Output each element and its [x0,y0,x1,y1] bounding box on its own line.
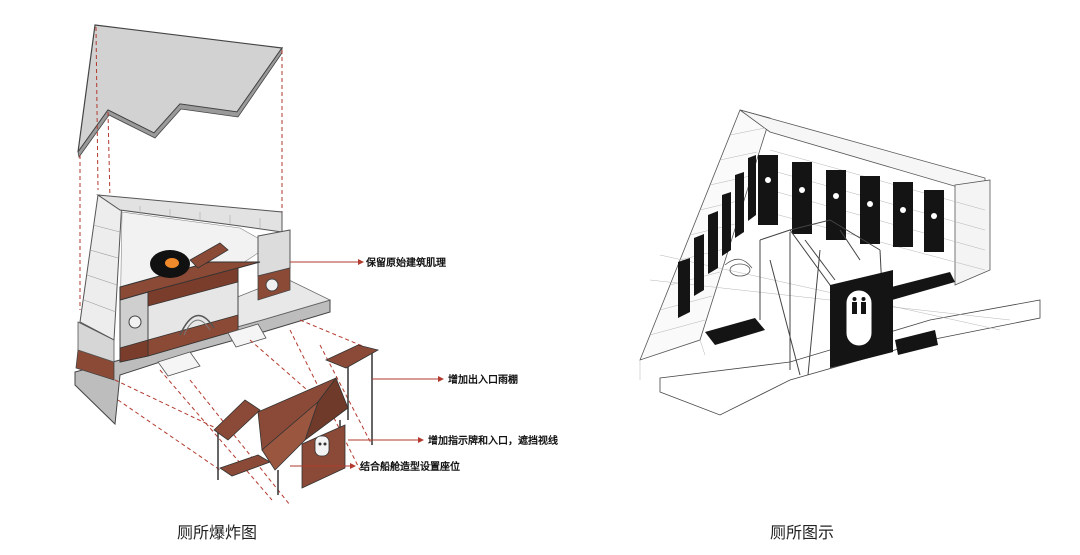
wf-bench-right [880,272,955,302]
porthole-right [265,278,279,292]
wf-sign-oval [845,289,873,347]
annotation-leaders [290,261,438,467]
back-wall [96,194,283,233]
annotation-keep-texture: 保留原始建筑肌理 [365,256,446,269]
disk-center-icon [165,258,179,268]
sign-panel [301,424,346,489]
porthole-left [128,315,142,329]
caption-exploded-diagram: 厕所爆炸图 [177,523,258,542]
left-wall-base [77,321,115,363]
caption-wireframe-diagram: 厕所图示 [770,523,835,542]
wf-back-panels [758,155,944,252]
entrance-canopy [213,344,380,495]
arch-opening [179,315,215,336]
left-wall [79,194,123,341]
bench-seat [219,454,271,477]
left-wall-lines [83,224,121,313]
roof-projection-lines [79,26,283,310]
wf-porthole [729,263,751,277]
sign-plate [314,435,330,457]
wf-panel-marks [765,177,937,219]
wf-restroom-icon [852,297,866,314]
annotation-add-sign: 增加指示牌和入口，遮挡视线 [428,434,558,447]
cabin-brick-band-side [119,339,149,363]
annotation-seating: 结合船舱造型设置座位 [360,460,460,473]
wf-right-wall [954,179,991,286]
annotation-arrowheads [350,259,444,469]
cabin-roof-face [147,267,239,307]
wf-bench-front [895,330,938,355]
wf-canopy-frame [759,219,886,376]
roof-plate [77,24,284,153]
step-right [227,323,267,348]
disk-stand [189,242,229,269]
annotation-add-canopy: 增加出入口雨棚 [448,373,518,386]
wf-left-panels [678,155,756,318]
step-left [157,351,201,377]
wf-bench-left [705,318,765,345]
wf-arch [724,258,753,269]
wireframe-diagram [639,109,1041,416]
exploded-diagram: 保留原始建筑肌理 增加出入口雨棚 增加指示牌和入口，遮挡视线 结合船舱造型设置座… [74,24,558,506]
arch-inner [183,319,211,336]
back-wall-lines [139,206,261,228]
